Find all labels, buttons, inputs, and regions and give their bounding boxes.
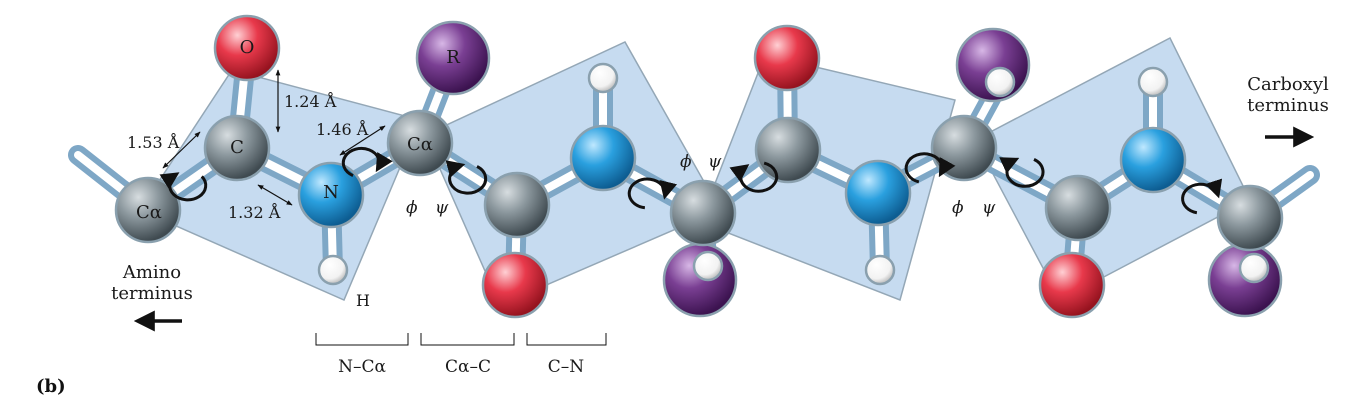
- hydrogen-atom: [984, 66, 1016, 98]
- hydrogen-atom: [317, 254, 349, 286]
- r-group-label: R: [446, 47, 460, 68]
- rotation-arrow: [904, 152, 956, 184]
- carbon-atom: [483, 171, 551, 239]
- rotation-arrow: [445, 160, 488, 195]
- carbon-atom: [386, 109, 454, 177]
- nitrogen-atom: [297, 161, 365, 229]
- bracket-label-c-n: C–N: [548, 357, 585, 377]
- carbon-atom: [203, 114, 271, 182]
- nitrogen-atom: [1119, 126, 1187, 194]
- nitrogen-label: N: [323, 182, 339, 203]
- carbon-atom: [669, 179, 737, 247]
- bond-length-ca-c: 1.53 Å: [127, 132, 180, 152]
- rotation-arrow: [729, 161, 779, 193]
- rotation-arrows: [159, 146, 1223, 215]
- rotation-arrow: [1181, 178, 1223, 215]
- alpha-carbon-label-2: Cα: [407, 134, 433, 155]
- hydrogen-atom: [1137, 66, 1169, 98]
- carbon-label: C: [230, 137, 244, 158]
- hydrogen-label: H: [356, 291, 370, 310]
- alpha-carbon-label-1: Cα: [136, 202, 162, 223]
- bond-length-arrows: [162, 69, 386, 206]
- atoms: [114, 14, 1284, 319]
- oxygen-atom: [481, 251, 549, 319]
- oxygen-atom: [213, 14, 281, 82]
- bond-length-c-o: 1.24 Å: [284, 91, 337, 111]
- phi-label-2: ϕ: [680, 152, 692, 172]
- nitrogen-atom: [569, 124, 637, 192]
- hydrogen-atom: [1238, 252, 1270, 284]
- rotation-arrow: [341, 146, 393, 177]
- psi-label-3: ψ: [982, 198, 996, 218]
- rotation-arrow: [627, 177, 677, 210]
- bond-length-c-n: 1.32 Å: [228, 202, 281, 222]
- psi-label-1: ψ: [435, 198, 449, 218]
- amino-terminus-line2: terminus: [111, 283, 193, 304]
- panel-label: (b): [36, 376, 66, 397]
- phi-label-3: ϕ: [952, 198, 964, 218]
- r-group-atom: [415, 20, 491, 96]
- carbon-atom: [114, 176, 182, 244]
- hydrogen-atom: [864, 254, 896, 286]
- oxygen-atom: [1038, 251, 1106, 319]
- rotation-arrow: [159, 172, 208, 202]
- hydrogen-atom: [692, 250, 724, 282]
- oxygen-label: O: [240, 37, 255, 58]
- hydrogen-atom: [587, 62, 619, 94]
- oxygen-atom: [753, 24, 821, 92]
- psi-label-2: ψ: [708, 152, 722, 172]
- bracket-label-ca-c: Cα–C: [445, 357, 491, 377]
- carboxyl-terminus-line1: Carboxyl: [1247, 74, 1329, 95]
- phi-label-1: ϕ: [406, 198, 418, 218]
- bond-length-n-ca: 1.46 Å: [316, 119, 369, 139]
- nitrogen-atom: [844, 159, 912, 227]
- carbon-atom: [1044, 174, 1112, 242]
- rotation-arrow: [999, 157, 1045, 188]
- carbon-atom: [754, 116, 822, 184]
- bond-brackets: [315, 333, 607, 346]
- bracket-label-n-ca: N–Cα: [338, 357, 386, 377]
- carbon-atom: [1216, 184, 1284, 252]
- amino-terminus-line1: Amino: [122, 262, 181, 283]
- carboxyl-terminus-line2: terminus: [1247, 95, 1329, 116]
